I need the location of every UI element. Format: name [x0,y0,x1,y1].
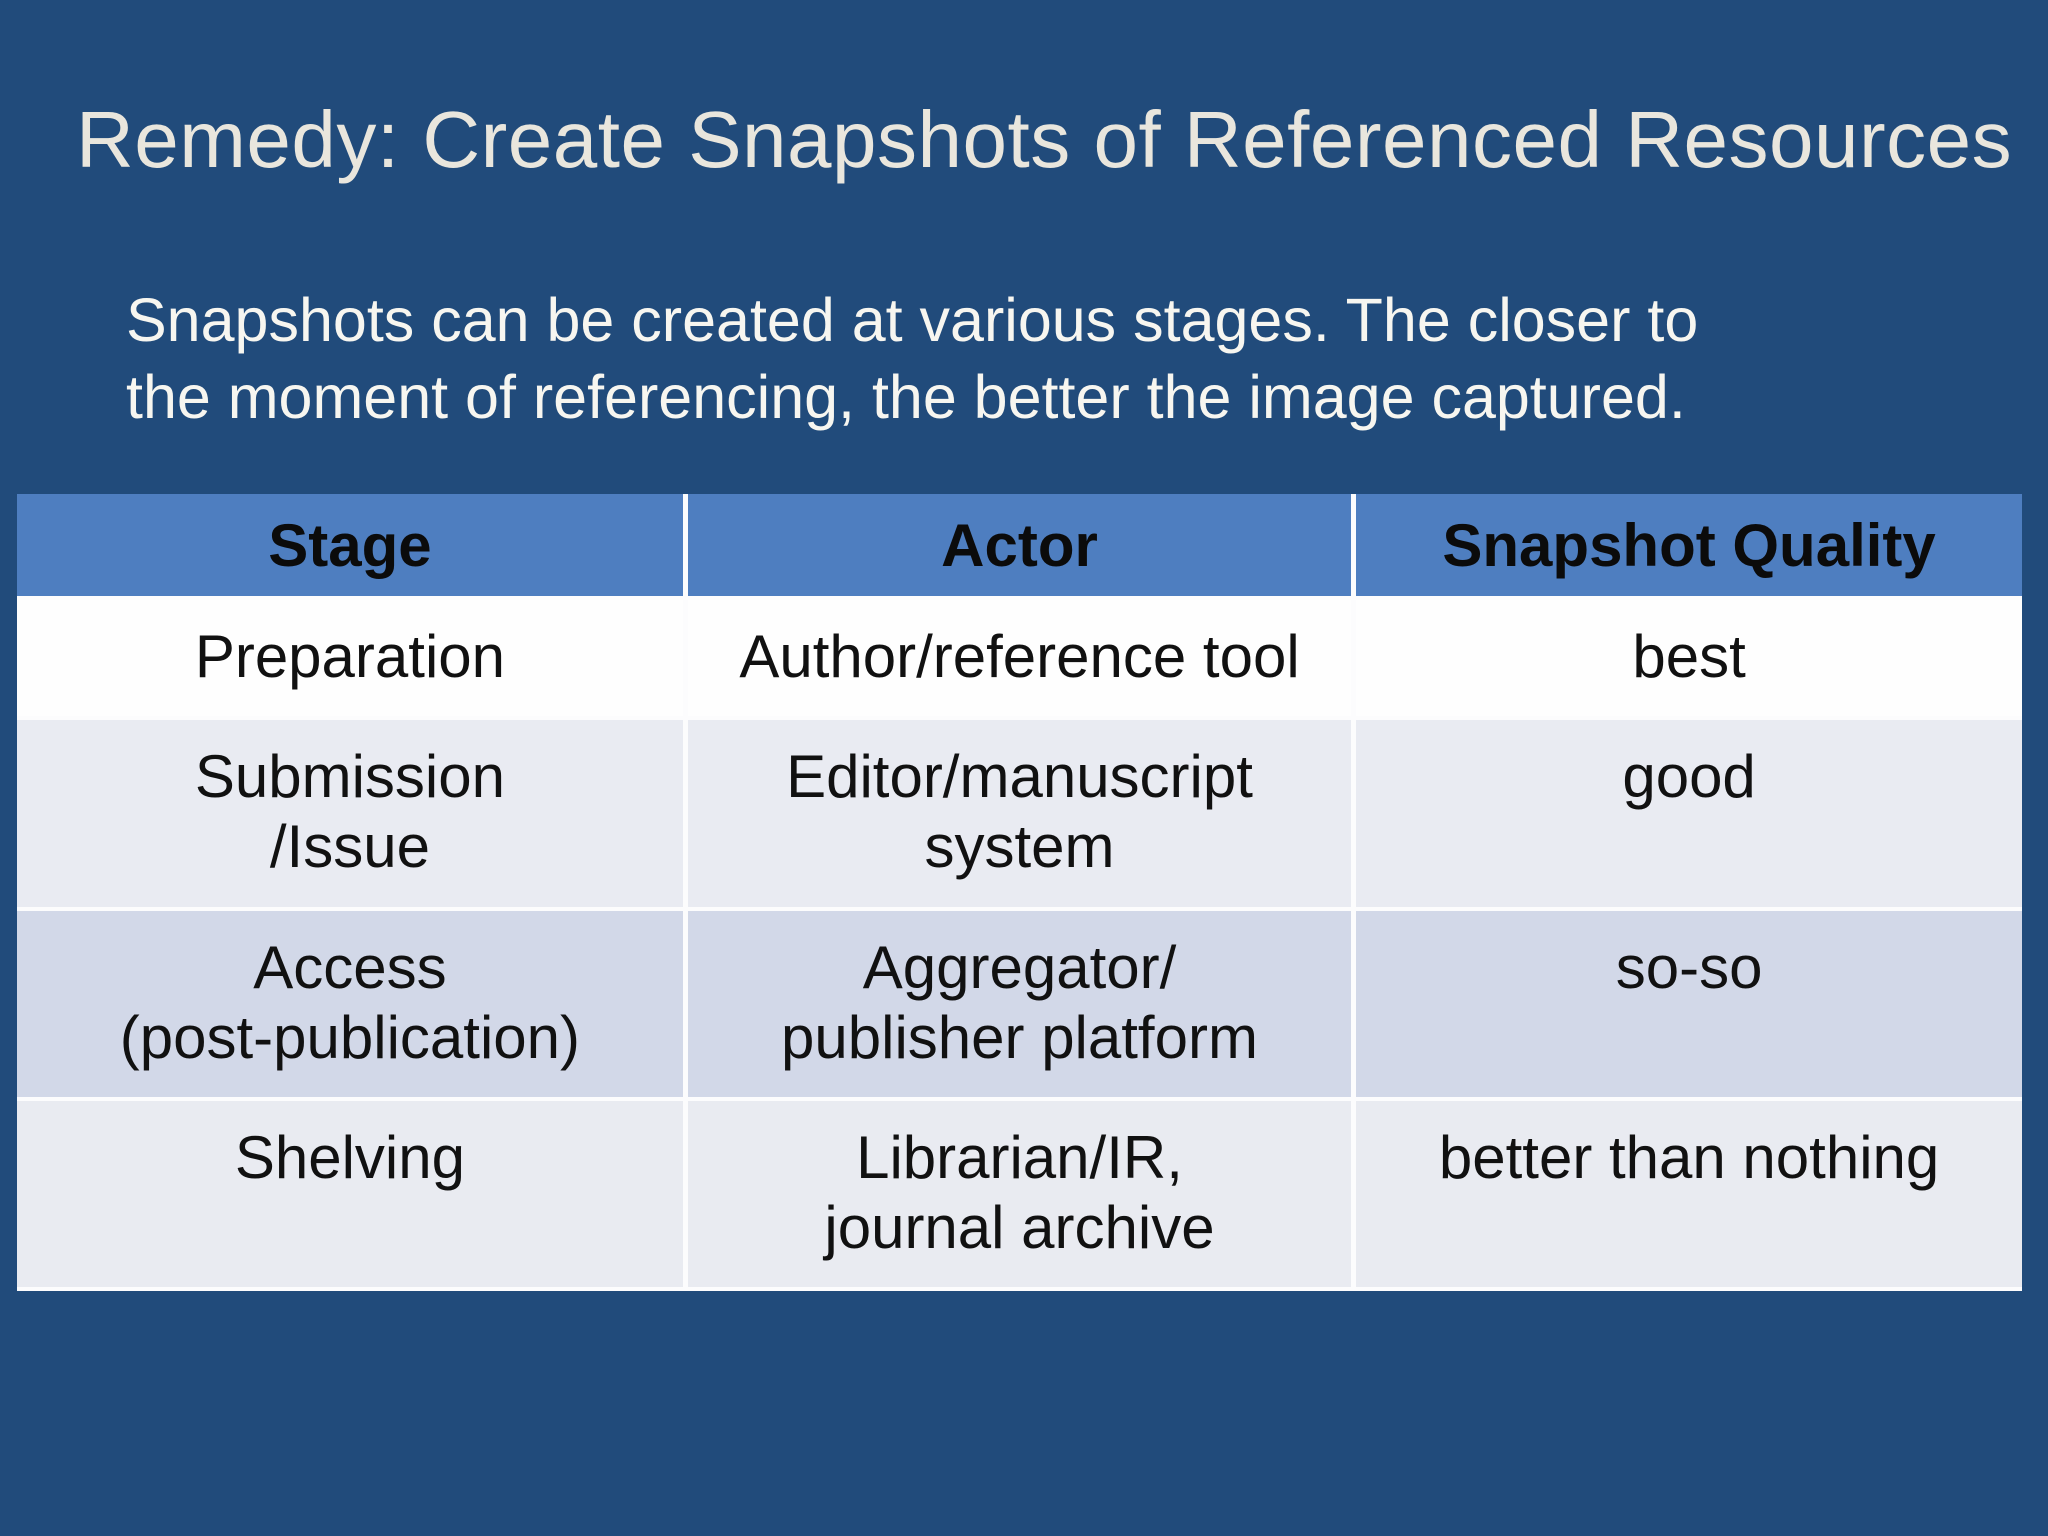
column-header-actor: Actor [685,494,1357,600]
table-row-preparation: Preparation Author/reference tool best [17,598,2022,721]
cell-quality: good [1353,718,2022,911]
column-header-snapshot-quality: Snapshot Quality [1353,494,2022,600]
cell-quality: so-so [1353,908,2022,1101]
cell-actor: Aggregator/ publisher platform [685,908,1357,1101]
slide-subtitle: Snapshots can be created at various stag… [126,286,1699,431]
table-header-row: Stage Actor Snapshot Quality [17,494,2022,600]
snapshot-stages-table: Stage Actor Snapshot Quality Preparation… [17,494,2022,1292]
cell-quality: better than nothing [1353,1098,2022,1292]
column-header-stage: Stage [17,494,688,600]
cell-quality: best [1353,598,2022,721]
table-row-submission: Submission /Issue Editor/manuscript syst… [17,718,2022,911]
cell-actor: Librarian/IR, journal archive [685,1098,1357,1292]
cell-actor: Editor/manuscript system [685,718,1357,911]
cell-actor: Author/reference tool [685,598,1357,721]
cell-stage: Shelving [17,1098,688,1292]
slide-title: Remedy: Create Snapshots of Referenced R… [76,95,2013,184]
cell-stage: Submission /Issue [17,718,688,911]
cell-stage: Access (post-publication) [17,908,688,1101]
cell-stage: Preparation [17,598,688,721]
table-row-access: Access (post-publication) Aggregator/ pu… [17,908,2022,1101]
table-row-shelving: Shelving Librarian/IR, journal archive b… [17,1098,2022,1292]
